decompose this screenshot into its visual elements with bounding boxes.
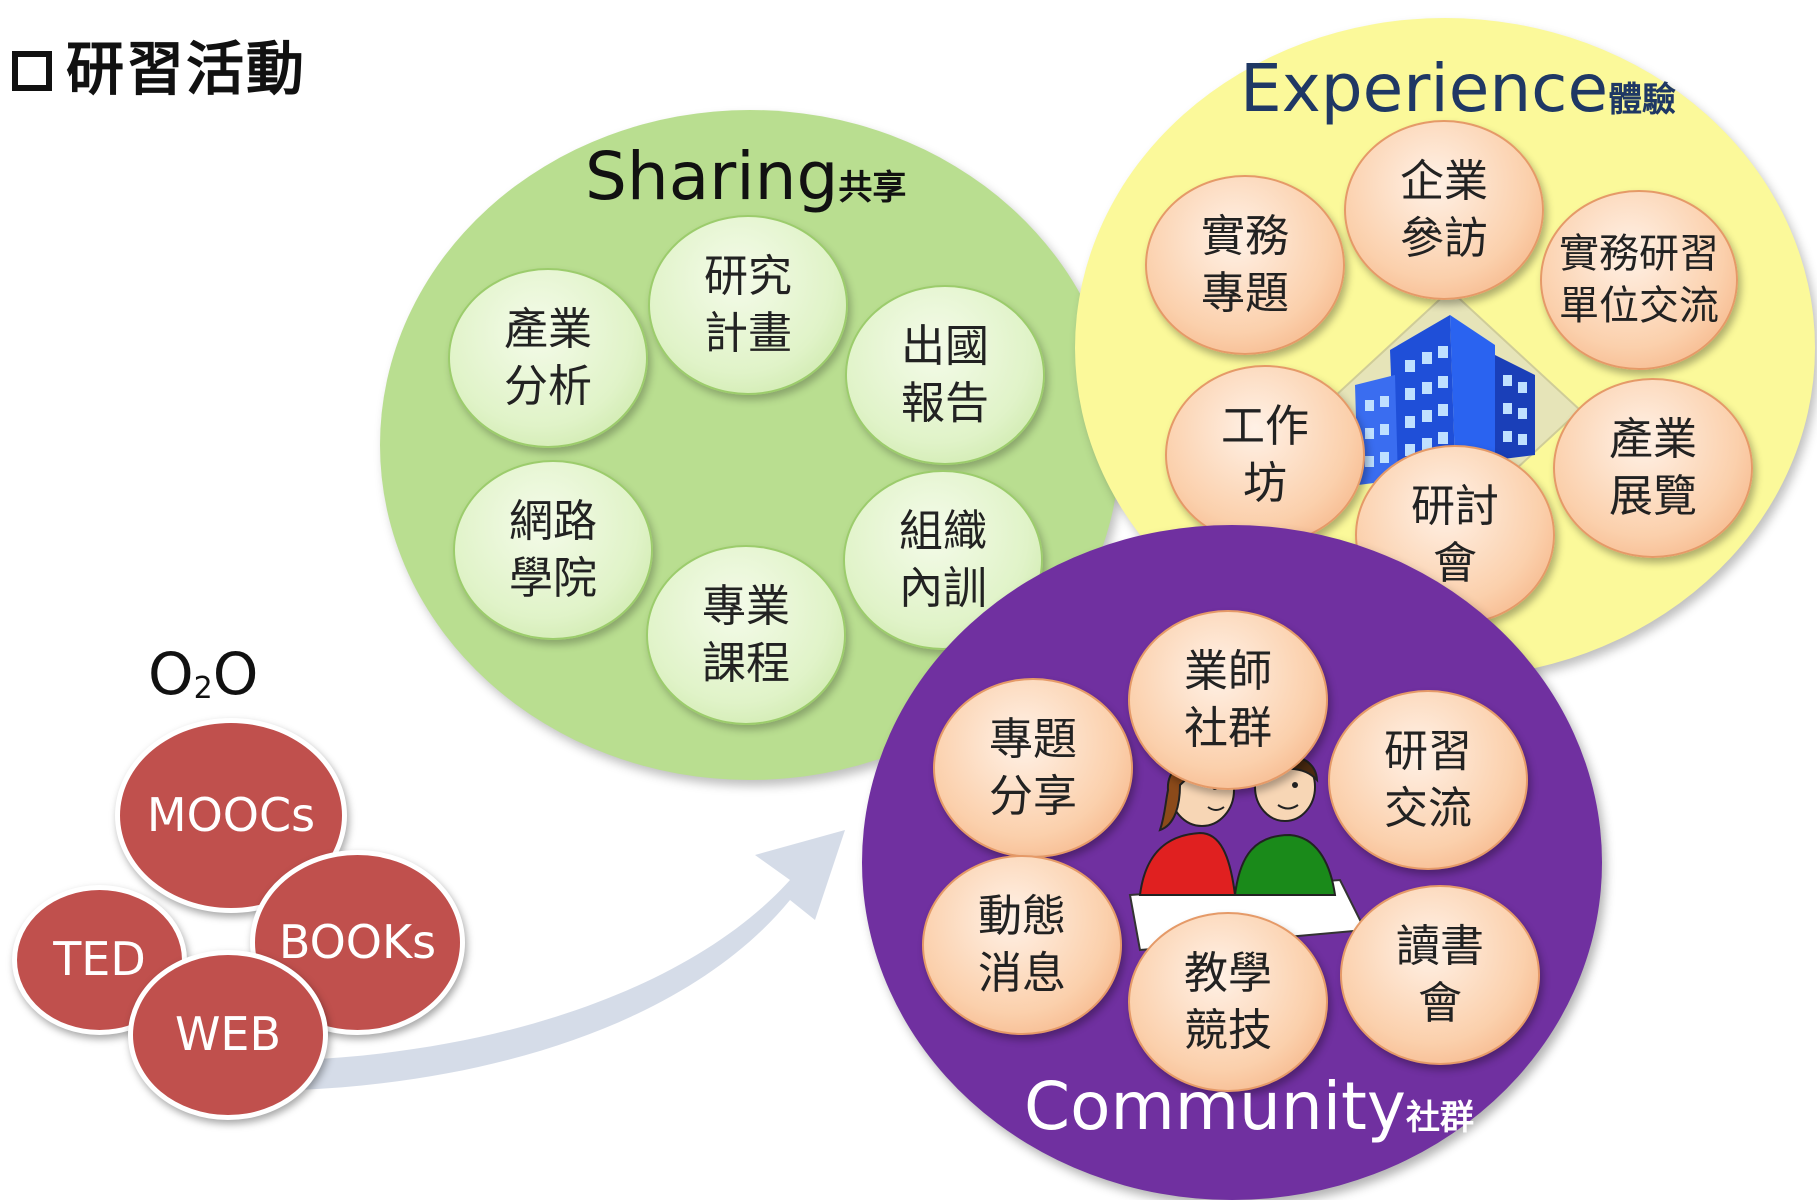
sharing-item-industry-analysis: 產業 分析	[448, 268, 648, 448]
sharing-item-online-academy: 網路 學院	[453, 460, 653, 640]
community-item-mentor-community: 業師 社群	[1128, 610, 1328, 790]
o2o-item-ted: TED	[12, 885, 187, 1035]
o2o-item-web: WEB	[128, 950, 328, 1120]
sharing-item-overseas-report: 出國 報告	[845, 285, 1045, 465]
community-item-teaching-competition: 教學 競技	[1128, 912, 1328, 1092]
experience-item-company-visit: 企業 參訪	[1344, 120, 1544, 300]
o2o-label: O2O	[148, 640, 259, 708]
sharing-item-professional-courses: 專業 課程	[646, 545, 846, 725]
community-item-topic-sharing: 專題 分享	[933, 678, 1133, 858]
checkbox-square-icon	[12, 51, 52, 91]
community-item-book-club: 讀書 會	[1340, 885, 1540, 1065]
sharing-title: Sharing共享	[585, 138, 907, 215]
community-item-study-exchange: 研習 交流	[1328, 690, 1528, 870]
experience-item-practice-exchange: 實務研習 單位交流	[1540, 190, 1738, 370]
experience-item-practical-project: 實務 專題	[1145, 175, 1345, 355]
community-item-news: 動態 消息	[922, 855, 1122, 1035]
experience-title: Experience體驗	[1240, 50, 1677, 127]
community-title: Community社群	[1024, 1068, 1474, 1145]
page-title: 研習活動	[12, 22, 306, 106]
experience-item-workshop: 工作 坊	[1165, 365, 1365, 545]
experience-item-industry-expo: 產業 展覽	[1553, 378, 1753, 558]
sharing-item-research-plan: 研究 計畫	[648, 215, 848, 395]
